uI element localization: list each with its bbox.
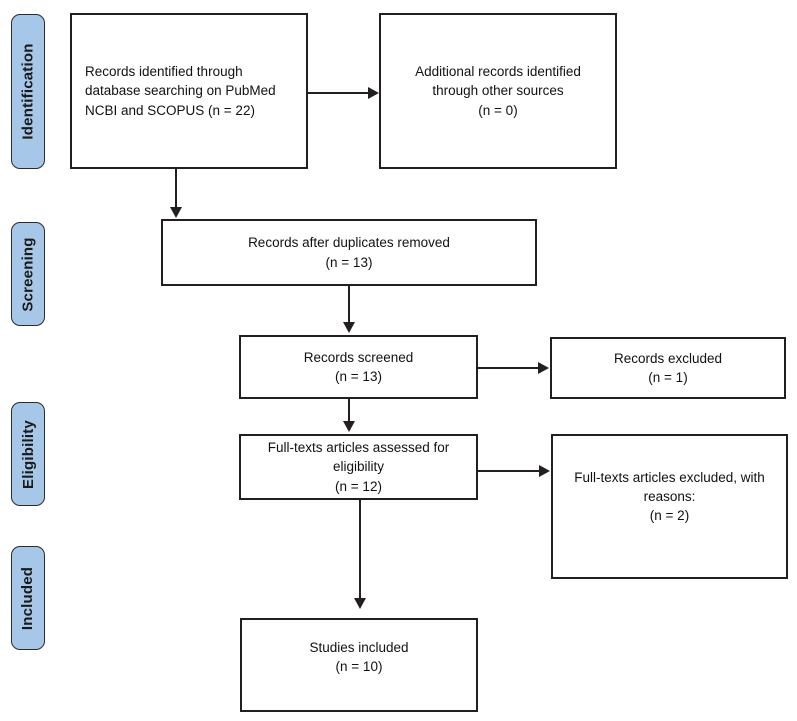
stage-pill-identification-label: Identification [19,43,37,140]
connector-fulltexts-to-included [359,500,361,600]
arrowhead-identified-to-additional [368,87,379,99]
arrowhead-screened-to-fulltexts [343,421,355,432]
arrowhead-identified-to-duplicates [170,207,182,218]
connector-identified-to-duplicates [175,169,177,209]
stage-pill-eligibility-label: Eligibility [19,419,37,489]
box-records-excluded-text: Records excluded (n = 1) [613,350,723,385]
arrowhead-fulltexts-to-included [354,598,366,609]
box-studies-included: Studies included (n = 10) [240,618,478,712]
box-additional-records: Additional records identified through ot… [379,13,617,169]
box-fulltexts-assessed-text: Full-texts articles assessed for eligibi… [267,440,450,494]
arrowhead-screened-to-excluded [538,362,549,374]
box-records-identified: Records identified through database sear… [70,13,308,169]
box-records-screened-text: Records screened (n = 13) [303,349,414,384]
connector-screened-to-excluded [478,367,539,369]
stage-pill-screening: Screening [11,222,45,326]
stage-pill-eligibility: Eligibility [11,402,45,506]
connector-fulltexts-to-excluded [478,470,540,472]
connector-screened-to-fulltexts [348,399,350,423]
connector-duplicates-to-screened [348,286,350,324]
arrowhead-fulltexts-to-excluded [539,465,550,477]
stage-pill-included: Included [11,546,45,650]
stage-pill-identification: Identification [11,14,45,169]
box-records-screened: Records screened (n = 13) [239,335,478,399]
box-studies-included-text: Studies included (n = 10) [309,640,409,675]
box-records-excluded: Records excluded (n = 1) [550,337,786,399]
connector-identified-to-additional [308,92,369,94]
box-duplicates-removed: Records after duplicates removed (n = 13… [161,219,537,286]
box-fulltexts-assessed: Full-texts articles assessed for eligibi… [239,434,478,500]
box-duplicates-removed-text: Records after duplicates removed (n = 13… [248,235,450,270]
box-records-identified-text: Records identified through database sear… [85,64,276,118]
stage-pill-included-label: Included [19,566,37,630]
box-fulltexts-excluded-text: Full-texts articles excluded, with reaso… [574,470,765,524]
box-additional-records-text: Additional records identified through ot… [415,64,581,118]
arrowhead-duplicates-to-screened [343,322,355,333]
box-fulltexts-excluded: Full-texts articles excluded, with reaso… [551,434,788,579]
stage-pill-screening-label: Screening [19,236,37,312]
